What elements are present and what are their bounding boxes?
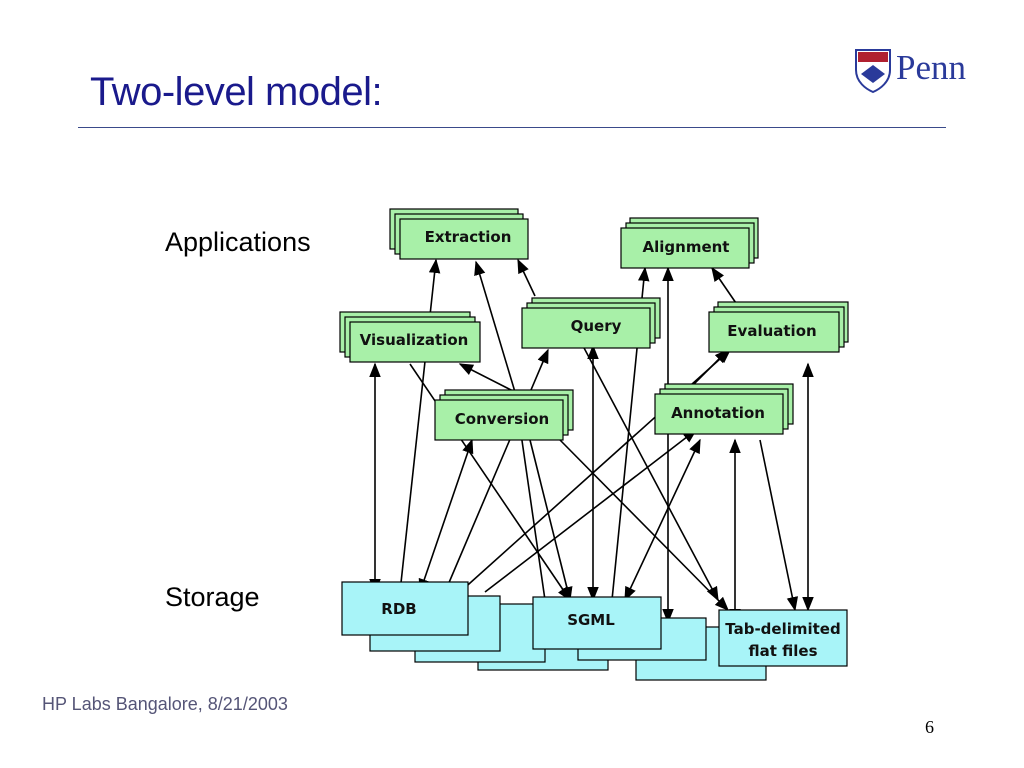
query-node — [521, 297, 661, 349]
annotation-node — [654, 383, 794, 435]
tab-delimited-node — [718, 609, 848, 667]
visualization-node — [339, 311, 481, 363]
evaluation-node — [708, 301, 849, 353]
title-divider — [78, 127, 946, 128]
visualization-label: Visualization — [360, 331, 469, 349]
annotation-label: Annotation — [671, 404, 765, 422]
evaluation-label: Evaluation — [727, 322, 816, 340]
alignment-label: Alignment — [643, 238, 730, 256]
extraction-label: Extraction — [425, 228, 512, 246]
rdb-label: RDB — [381, 600, 416, 618]
page-number: 6 — [925, 717, 934, 737]
footer-text: HP Labs Bangalore, 8/21/2003 — [42, 694, 288, 714]
storage-label: Storage — [165, 582, 260, 612]
alignment-node — [620, 217, 759, 269]
penn-logo-text: Penn — [896, 48, 966, 87]
tab-delimited-label-line1: Tab-delimited — [725, 620, 840, 638]
sgml-label: SGML — [567, 611, 615, 629]
rdb-node — [341, 581, 469, 636]
conversion-label: Conversion — [455, 410, 549, 428]
slide-title: Two-level model: — [90, 70, 383, 114]
penn-shield-icon — [855, 49, 891, 94]
sgml-node — [532, 596, 662, 650]
query-label: Query — [571, 317, 622, 335]
extraction-node — [389, 208, 529, 260]
tab-delimited-label-line2: flat files — [749, 642, 818, 660]
conversion-node — [434, 389, 574, 441]
applications-label: Applications — [165, 227, 311, 257]
